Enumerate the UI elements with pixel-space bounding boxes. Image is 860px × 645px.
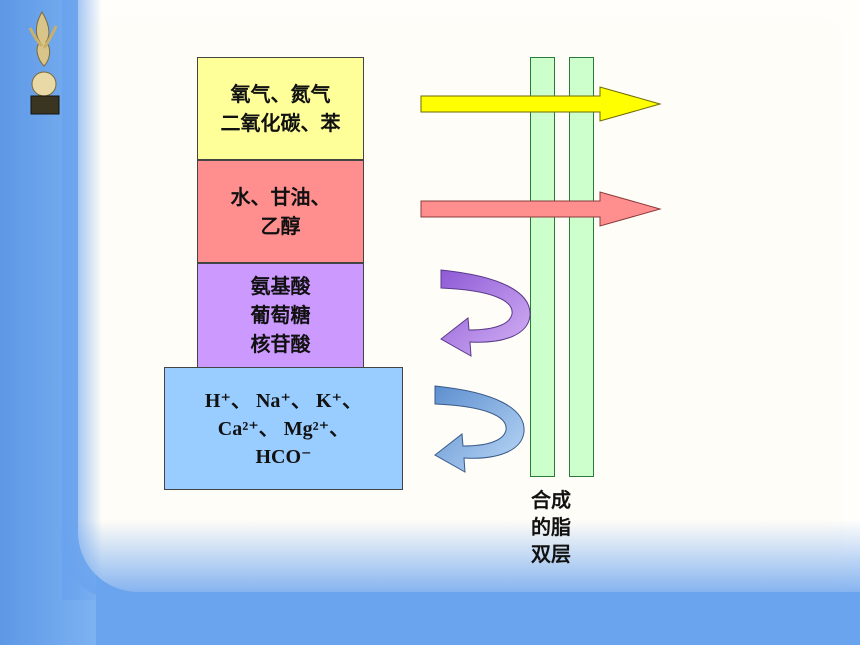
small-polar-line-2: 乙醇 bbox=[260, 213, 301, 238]
membrane-layer-left bbox=[530, 57, 555, 477]
gases-through-arrow bbox=[420, 86, 662, 122]
ions-line-2: Ca²⁺、 Mg²⁺、 bbox=[217, 417, 350, 440]
organic-line-2: 葡萄糖 bbox=[250, 303, 311, 327]
gases-box: 氧气、氮气 二氧化碳、苯 bbox=[197, 57, 364, 160]
organic-line-1: 氨基酸 bbox=[250, 274, 311, 298]
membrane-label: 合成 的脂 双层 bbox=[531, 487, 591, 568]
ions-blocked-arrow bbox=[434, 385, 525, 473]
organic-box: 氨基酸 葡萄糖 核苷酸 bbox=[197, 263, 364, 368]
gases-line-1: 氧气、氮气 bbox=[230, 81, 331, 106]
small-polar-line-1: 水、甘油、 bbox=[230, 184, 331, 209]
gases-line-2: 二氧化碳、苯 bbox=[220, 110, 341, 135]
ions-box: H⁺、 Na⁺、 K⁺、 Ca²⁺、 Mg²⁺、 HCO⁻ bbox=[164, 367, 403, 490]
membrane-label-line-1: 合成 bbox=[531, 488, 571, 512]
panel-bottom-fade bbox=[60, 520, 860, 600]
trophy-logo-icon bbox=[28, 11, 60, 115]
water-through-arrow bbox=[420, 191, 662, 227]
organic-line-3: 核苷酸 bbox=[250, 332, 311, 356]
panel-edge-fade bbox=[62, 0, 102, 600]
organic-blocked-arrow bbox=[440, 269, 531, 357]
ions-line-3: HCO⁻ bbox=[255, 445, 312, 468]
membrane-label-line-2: 的脂 bbox=[531, 515, 571, 539]
small-polar-box: 水、甘油、 乙醇 bbox=[197, 160, 364, 263]
ions-line-1: H⁺、 Na⁺、 K⁺、 bbox=[204, 389, 363, 412]
membrane-layer-right bbox=[569, 57, 594, 477]
membrane-label-line-3: 双层 bbox=[531, 542, 571, 566]
